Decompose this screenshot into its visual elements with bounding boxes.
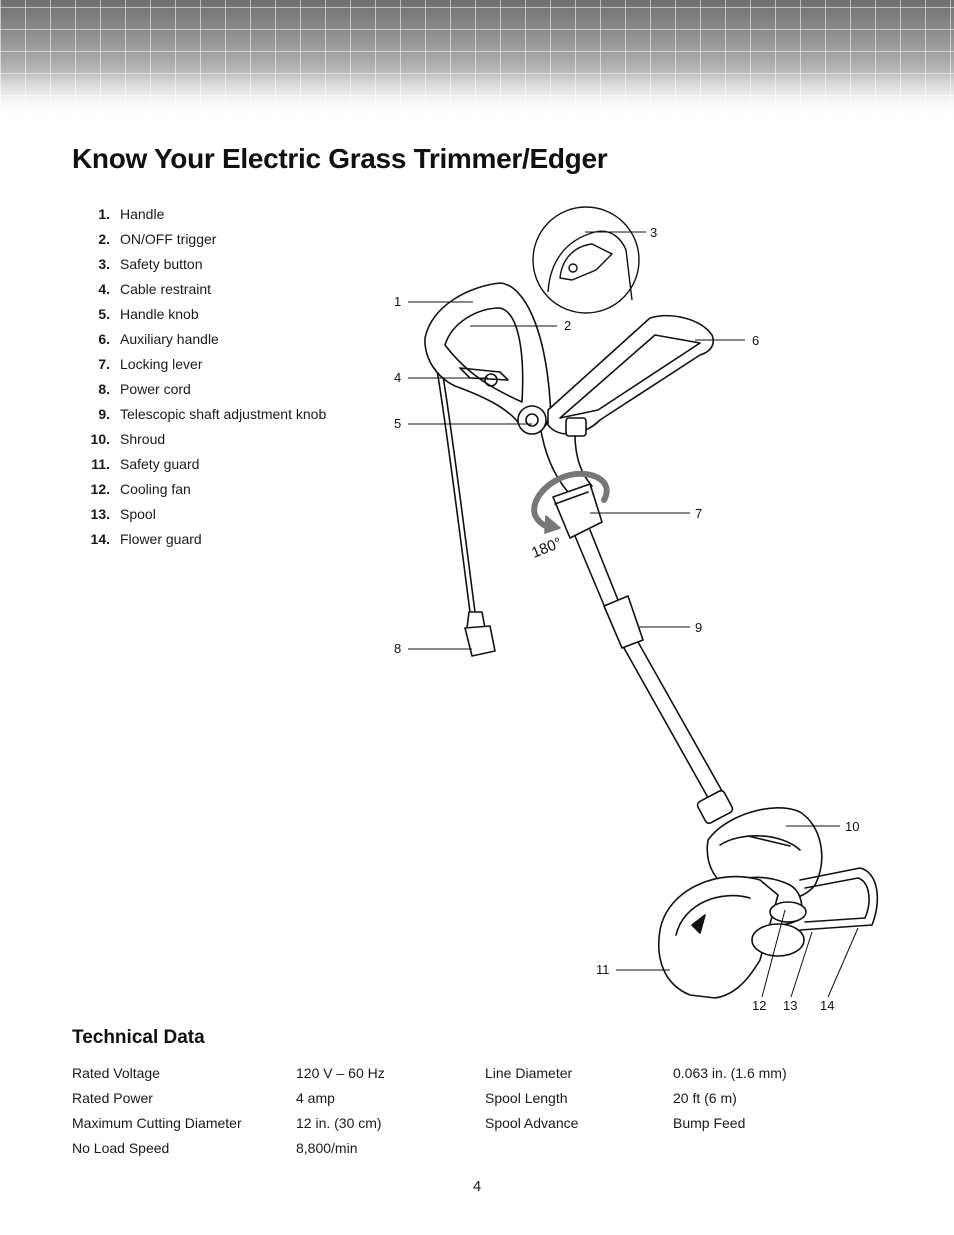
part-number: 14.: [90, 531, 110, 547]
rotation-label: 180°: [529, 534, 564, 561]
trimmer-diagram: 1 2 3 4 5 6 7 8 9 10 11 12 13 14 180°: [394, 206, 879, 1013]
spec-value: 0.063 in. (1.6 mm): [673, 1065, 787, 1081]
part-number: 5.: [98, 306, 110, 322]
flower-guard-illustration: [799, 867, 879, 931]
spec-value: 12 in. (30 cm): [296, 1115, 382, 1131]
rotation-arrow-icon: [531, 470, 610, 531]
spec-label: Rated Power: [72, 1090, 153, 1106]
part-number: 1.: [98, 206, 110, 222]
callout-1: 1: [394, 294, 401, 309]
spec-label: Line Diameter: [485, 1065, 573, 1081]
part-label: Spool: [120, 506, 156, 522]
part-label: Locking lever: [120, 356, 203, 372]
callout-9: 9: [695, 620, 702, 635]
part-label: Cable restraint: [120, 281, 212, 297]
callout-14: 14: [820, 998, 834, 1013]
spec-value: 4 amp: [296, 1090, 335, 1106]
part-label: ON/OFF trigger: [120, 231, 217, 247]
callout-13: 13: [783, 998, 797, 1013]
curved-shaft-illustration: [539, 424, 569, 493]
power-cord-illustration: [436, 369, 471, 613]
list-item: 7. Locking lever: [72, 354, 326, 379]
table-row: Rated Power 4 amp Spool Length 20 ft (6 …: [72, 1087, 872, 1112]
spec-label: Spool Length: [485, 1090, 568, 1106]
part-number: 8.: [98, 381, 110, 397]
parts-list: 1. Handle 2. ON/OFF trigger 3. Safety butto…: [72, 204, 327, 554]
table-row: No Load Speed 8,800/min: [72, 1137, 872, 1162]
callout-12: 12: [752, 998, 766, 1013]
list-item: 2. ON/OFF trigger: [72, 229, 326, 254]
spec-label: Spool Advance: [485, 1115, 579, 1131]
page-title: Know Your Electric Grass Trimmer/Edger: [72, 143, 608, 174]
part-number: 13.: [90, 506, 110, 522]
list-item: 13. Spool: [72, 504, 326, 529]
part-number: 11.: [91, 456, 110, 472]
list-item: 9. Telescopic shaft adjustment knob: [72, 404, 326, 429]
spec-label: Rated Voltage: [72, 1065, 160, 1081]
table-row: Maximum Cutting Diameter 12 in. (30 cm) …: [72, 1112, 872, 1137]
list-item: 4. Cable restraint: [72, 279, 326, 304]
list-item: 10. Shroud: [72, 429, 326, 454]
part-number: 4.: [98, 281, 110, 297]
callout-10: 10: [845, 819, 859, 834]
part-label: Flower guard: [120, 531, 202, 547]
callout-2: 2: [564, 318, 571, 333]
part-number: 12.: [90, 481, 110, 497]
spec-label: No Load Speed: [72, 1140, 170, 1156]
auxiliary-handle-illustration: [547, 314, 715, 435]
part-number: 10.: [90, 431, 110, 447]
part-label: Cooling fan: [120, 481, 191, 497]
page-number: 4: [472, 1178, 482, 1195]
spec-value: 120 V – 60 Hz: [296, 1065, 385, 1081]
part-label: Power cord: [120, 381, 191, 397]
technical-data-table: Rated Voltage 120 V – 60 Hz Line Diamete…: [72, 1062, 872, 1162]
part-label: Shroud: [120, 431, 166, 447]
part-label: Safety button: [120, 256, 203, 272]
part-label: Handle: [120, 206, 165, 222]
header-banner: [0, 0, 954, 118]
part-number: 2.: [98, 231, 110, 247]
part-number: 7.: [98, 356, 110, 372]
locking-lever-illustration: [552, 483, 603, 539]
part-label: Safety guard: [120, 456, 200, 472]
list-item: 8. Power cord: [72, 379, 326, 404]
callout-11: 11: [596, 962, 610, 977]
callout-6: 6: [752, 333, 759, 348]
spec-label: Maximum Cutting Diameter: [72, 1115, 242, 1131]
part-number: 9.: [98, 406, 110, 422]
technical-data-title: Technical Data: [72, 1027, 205, 1048]
part-label: Telescopic shaft adjustment knob: [120, 406, 327, 422]
callout-3: 3: [650, 225, 657, 240]
list-item: 12. Cooling fan: [72, 479, 326, 504]
spec-value: 20 ft (6 m): [673, 1090, 737, 1106]
part-label: Handle knob: [120, 306, 199, 322]
list-item: 5. Handle knob: [72, 304, 326, 329]
list-item: 14. Flower guard: [72, 529, 326, 554]
part-number: 3.: [98, 256, 110, 272]
part-number: 6.: [98, 331, 110, 347]
list-item: 11. Safety guard: [72, 454, 326, 479]
lower-shaft-illustration: [574, 535, 607, 611]
spec-value: 8,800/min: [296, 1140, 358, 1156]
inset-detail-circle: [532, 206, 640, 314]
callout-8: 8: [394, 641, 401, 656]
callout-4: 4: [394, 370, 401, 385]
list-item: 1. Handle: [72, 204, 326, 229]
callout-7: 7: [695, 506, 702, 521]
list-item: 6. Auxiliary handle: [72, 329, 326, 354]
part-label: Auxiliary handle: [120, 331, 219, 347]
list-item: 3. Safety button: [72, 254, 326, 279]
safety-guard-illustration: [658, 875, 779, 999]
spec-value: Bump Feed: [673, 1115, 746, 1131]
callout-5: 5: [394, 416, 401, 431]
table-row: Rated Voltage 120 V – 60 Hz Line Diamete…: [72, 1062, 872, 1087]
